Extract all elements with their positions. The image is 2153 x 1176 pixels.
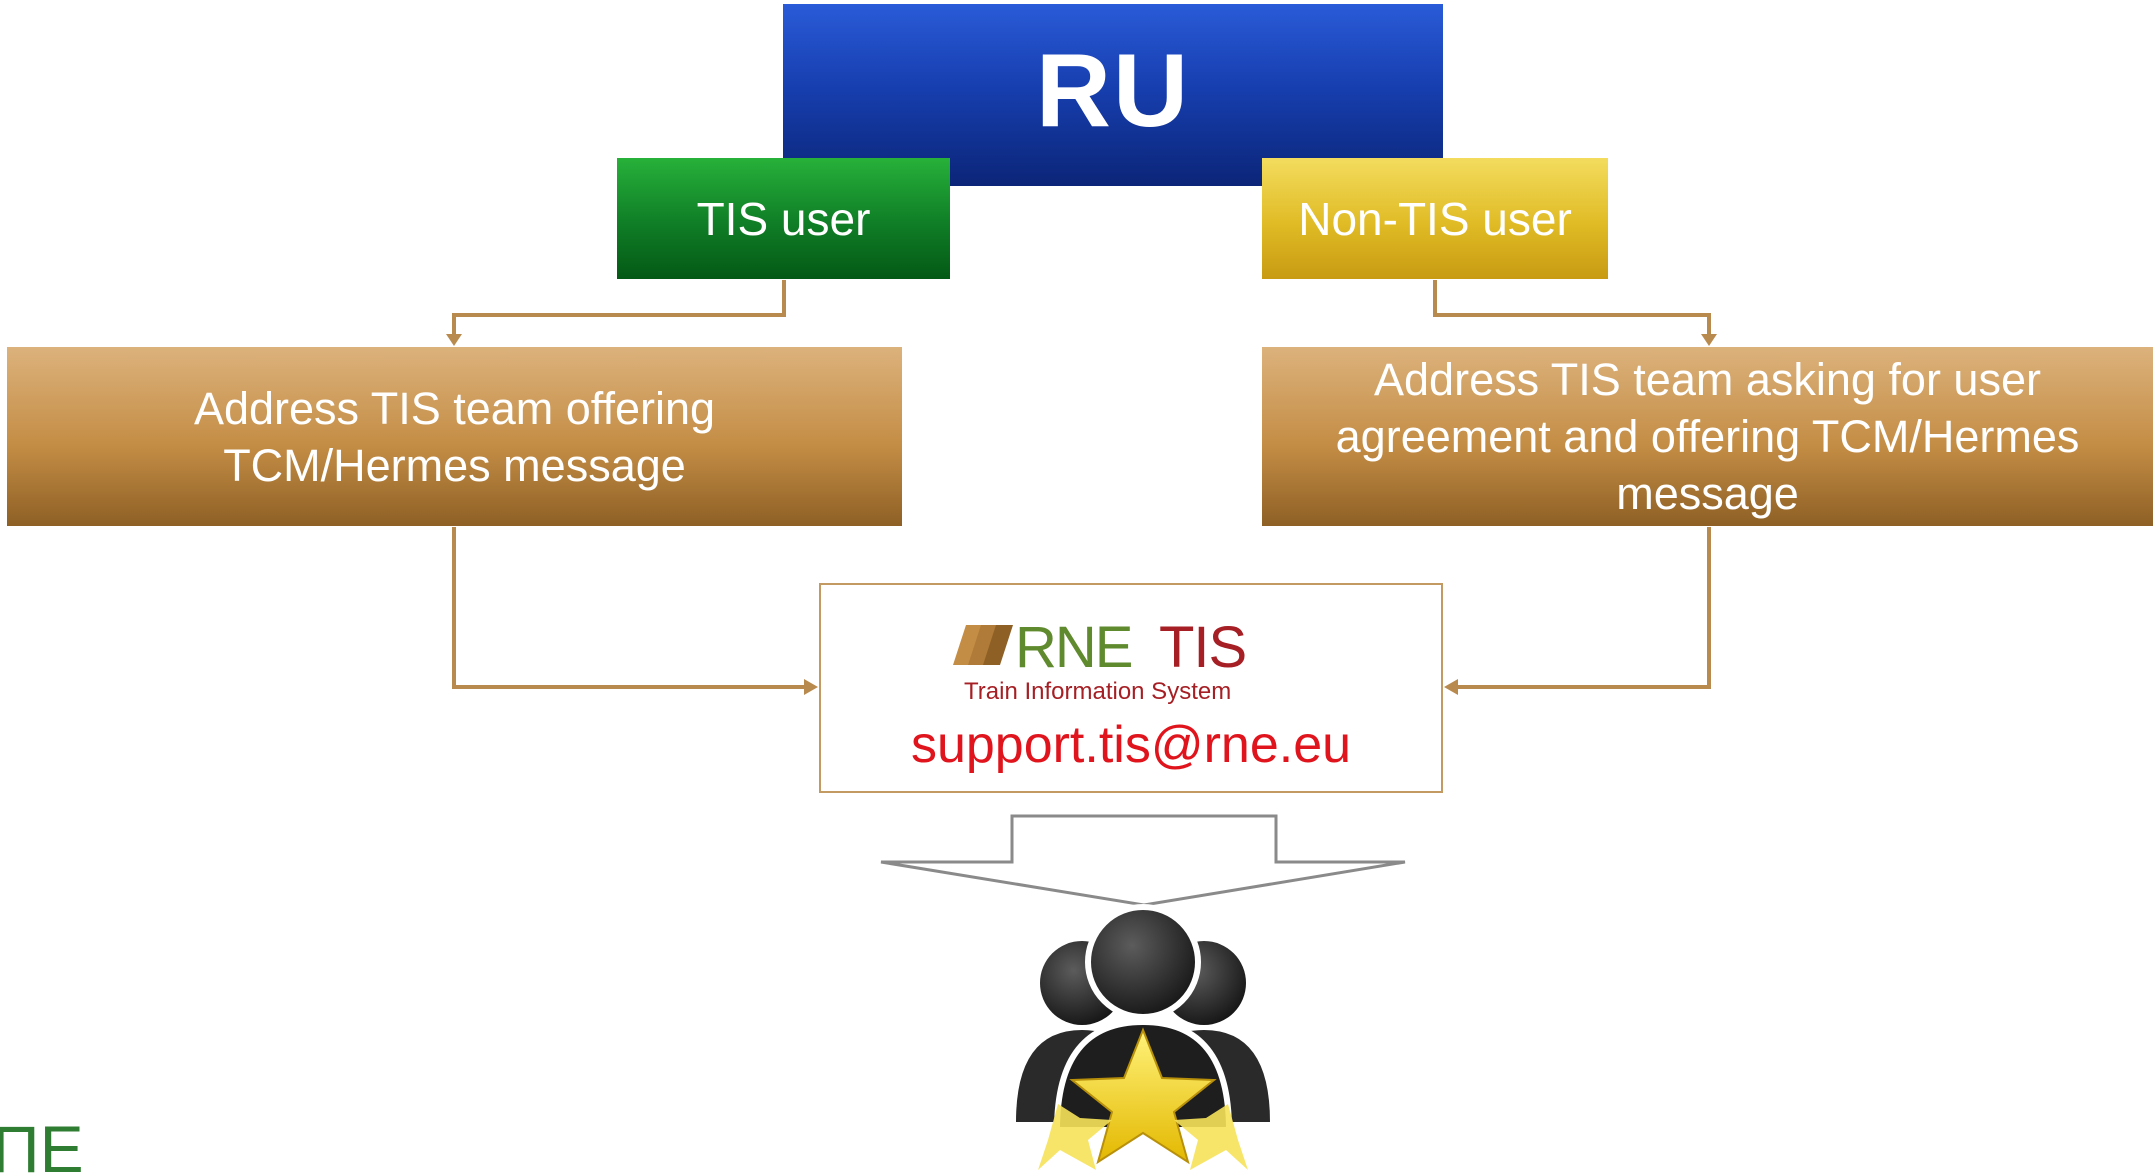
support-email[interactable]: support.tis@rne.eu <box>910 716 1352 774</box>
footer-rne-logo: ΠE <box>0 1112 84 1176</box>
support-box: RNE TIS Train Information System support… <box>819 583 1443 793</box>
star-icon <box>1038 1027 1248 1170</box>
arrowhead-left-action <box>446 334 462 346</box>
non-tis-user-box: Non-TIS user <box>1262 158 1608 279</box>
tis-user-label: TIS user <box>696 192 871 245</box>
action-left-line-2: TCM/Hermes message <box>223 439 686 491</box>
connector-nontis-to-right-action <box>1433 280 1711 336</box>
action-left-line-1: Address TIS team offering <box>193 382 716 434</box>
tis-user-box: TIS user <box>617 158 950 279</box>
arrowhead-support-right <box>1444 679 1458 695</box>
action-right-line-3: message <box>1616 468 1799 519</box>
ru-label: RU <box>1035 32 1191 149</box>
arrowhead-right-action <box>1701 334 1717 346</box>
connector-left-to-support <box>452 527 804 689</box>
ru-box: RU <box>783 4 1443 186</box>
rne-swoosh-icon <box>953 625 1013 665</box>
logo-rne-text: RNE <box>1015 615 1132 680</box>
rne-tis-logo: RNE TIS Train Information System <box>953 615 1247 705</box>
logo-tis-text: TIS <box>1159 615 1246 680</box>
arrowhead-support-left <box>804 679 818 695</box>
action-left-box: Address TIS team offering TCM/Hermes mes… <box>7 347 902 526</box>
down-arrow-icon <box>880 814 1406 907</box>
connector-right-to-support <box>1458 527 1711 689</box>
logo-subtitle: Train Information System <box>964 678 1231 705</box>
connector-tis-to-left-action <box>452 280 786 336</box>
action-right-box: Address TIS team asking for user agreeme… <box>1262 347 2153 526</box>
action-right-line-1: Address TIS team asking for user <box>1374 354 2041 405</box>
action-right-line-2: agreement and offering TCM/Hermes <box>1335 411 2080 462</box>
non-tis-user-label: Non-TIS user <box>1298 192 1572 245</box>
